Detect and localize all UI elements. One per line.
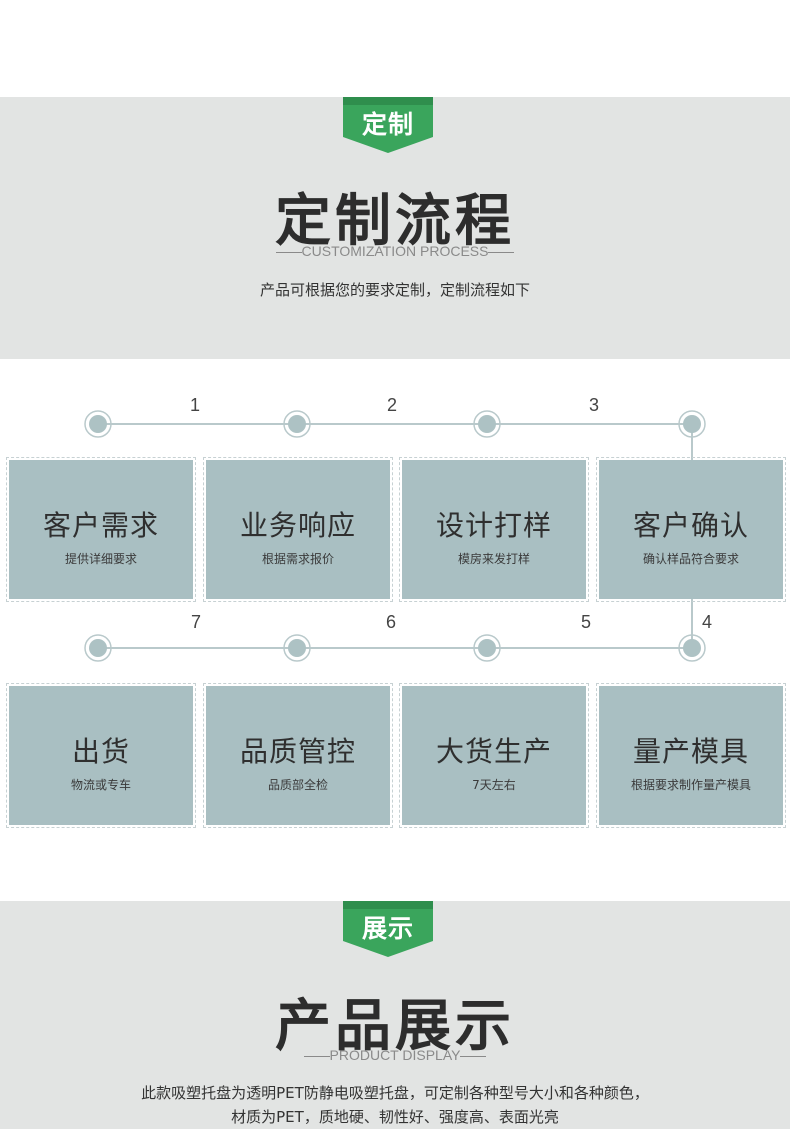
step-number: 2 (386, 395, 397, 415)
card-subtitle: 根据需求报价 (261, 552, 334, 566)
card-title: 大货生产 (435, 735, 552, 768)
circle-node-icon (473, 410, 501, 438)
circle-node-icon (473, 634, 501, 662)
card-title: 出货 (71, 735, 130, 768)
process-card-quality-control: 品质管控 品质部全检 (203, 683, 393, 828)
customization-subtitle-text: CUSTOMIZATION PROCESS (301, 243, 489, 259)
card-subtitle: 品质部全检 (267, 778, 328, 792)
circle-node-icon (84, 634, 112, 662)
customization-description: 产品可根据您的要求定制，定制流程如下 (259, 281, 530, 299)
circle-node-icon (283, 634, 311, 662)
card-subtitle: 根据要求制作量产模具 (630, 778, 751, 792)
display-title: 产品展示 (275, 994, 515, 1059)
process-card-mass-production: 大货生产 7天左右 (399, 683, 589, 828)
circle-node-icon (84, 410, 112, 438)
process-card-shipping: 出货 物流或专车 (6, 683, 196, 828)
display-description-line1: 此款吸塑托盘为透明PET防静电吸塑托盘，可定制各种型号大小和各种颜色， (141, 1084, 649, 1102)
step-number: 5 (580, 612, 591, 632)
card-title: 客户确认 (632, 509, 749, 542)
display-ribbon-label: 展示 (361, 914, 414, 943)
ribbon-shape-icon (343, 901, 433, 957)
subtitle-left-dash (275, 251, 302, 253)
process-card-customer-demand: 客户需求 提供详细要求 (6, 457, 196, 602)
circle-node-icon (678, 410, 706, 438)
card-title: 客户需求 (42, 509, 159, 542)
process-card-business-response: 业务响应 根据需求报价 (203, 457, 393, 602)
display-subtitle-text: PRODUCT DISPLAY (329, 1047, 461, 1063)
customization-ribbon-label: 定制 (361, 110, 414, 139)
card-subtitle: 7天左右 (472, 778, 516, 792)
card-subtitle: 物流或专车 (70, 778, 131, 792)
circle-node-icon (283, 410, 311, 438)
process-card-design-sample: 设计打样 模房来发打样 (399, 457, 589, 602)
step-number: 6 (385, 612, 396, 632)
card-title: 设计打样 (435, 509, 552, 542)
display-description-line2: 材质为PET，质地硬、韧性好、强度高、表面光亮 (231, 1108, 559, 1126)
card-subtitle: 提供详细要求 (64, 552, 137, 566)
subtitle-right-dash (488, 251, 515, 253)
step-number: 1 (189, 395, 200, 415)
subtitle-left-dash (303, 1055, 330, 1057)
customization-title: 定制流程 (275, 189, 515, 254)
display-ribbon: 展示 (343, 901, 433, 957)
process-flow-connectors (84, 410, 706, 662)
card-title: 品质管控 (239, 735, 356, 768)
card-subtitle: 模房来发打样 (457, 552, 530, 566)
card-title: 量产模具 (632, 735, 749, 768)
circle-node-icon (678, 634, 706, 662)
customization-subtitle: CUSTOMIZATION PROCESS (0, 243, 790, 259)
subtitle-right-dash (460, 1055, 487, 1057)
process-card-customer-confirm: 客户确认 确认样品符合要求 (596, 457, 786, 602)
customization-ribbon: 定制 (343, 97, 433, 153)
card-subtitle: 确认样品符合要求 (642, 552, 739, 566)
display-subtitle: PRODUCT DISPLAY (0, 1047, 790, 1063)
card-title: 业务响应 (239, 509, 356, 542)
step-number: 7 (190, 612, 201, 632)
ribbon-shape-icon (343, 97, 433, 153)
step-number: 4 (701, 612, 712, 632)
process-card-production-mold: 量产模具 根据要求制作量产模具 (596, 683, 786, 828)
step-number: 3 (588, 395, 599, 415)
